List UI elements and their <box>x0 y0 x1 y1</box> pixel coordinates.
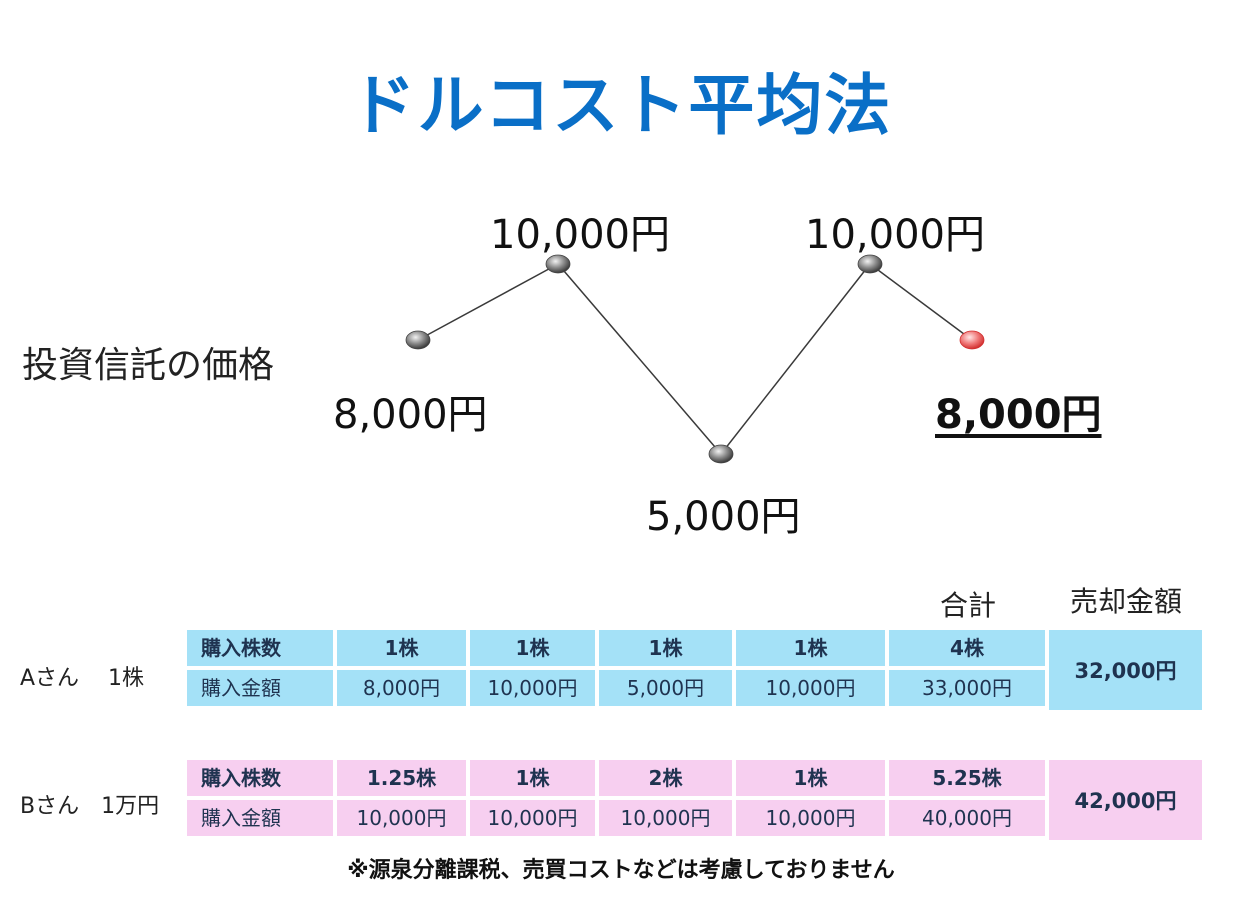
sale-amount-cell: 32,000円 <box>1049 630 1202 710</box>
amount-total-cell: 33,000円 <box>889 670 1045 706</box>
amount-cell: 10,000円 <box>736 800 885 836</box>
amount-cell: 10,000円 <box>470 800 595 836</box>
amount-cell: 5,000円 <box>599 670 732 706</box>
person-b-label: Bさん 1万円 <box>20 794 160 819</box>
amount-cell: 10,000円 <box>470 670 595 706</box>
data-point-3 <box>708 444 734 464</box>
price-line-chart <box>405 254 985 464</box>
total-column-header: 合計 <box>940 589 997 622</box>
amount-cell: 10,000円 <box>599 800 732 836</box>
shares-cell: 1株 <box>470 630 595 666</box>
shares-cell: 1株 <box>337 630 466 666</box>
point-label-1: 8,000円 <box>333 392 488 438</box>
shares-cell: 2株 <box>599 760 732 796</box>
sale-column-header: 売却金額 <box>1070 585 1183 618</box>
data-point-4 <box>857 254 883 274</box>
amount-total-cell: 40,000円 <box>889 800 1045 836</box>
data-point-1 <box>405 330 431 350</box>
shares-cell: 1株 <box>470 760 595 796</box>
amount-header: 購入金額 <box>187 800 333 836</box>
data-point-5 <box>959 330 985 350</box>
amount-cell: 10,000円 <box>337 800 466 836</box>
point-label-4: 10,000円 <box>805 212 985 258</box>
amount-cell: 8,000円 <box>337 670 466 706</box>
person-a-label: Aさん 1株 <box>20 666 145 691</box>
point-label-5: 8,000円 <box>935 392 1102 438</box>
line-segment-2 <box>557 263 722 455</box>
shares-total-cell: 5.25株 <box>889 760 1045 796</box>
shares-header: 購入株数 <box>187 630 333 666</box>
footnote: ※源泉分離課税、売買コストなどは考慮しておりません <box>347 858 895 883</box>
shares-header: 購入株数 <box>187 760 333 796</box>
data-point-2 <box>545 254 571 274</box>
shares-total-cell: 4株 <box>889 630 1045 666</box>
shares-cell: 1株 <box>599 630 732 666</box>
point-label-3: 5,000円 <box>646 494 801 540</box>
page-title: ドルコスト平均法 <box>349 67 893 144</box>
line-segment-3 <box>720 263 871 455</box>
y-axis-label: 投資信託の価格 <box>22 345 275 386</box>
shares-cell: 1株 <box>736 630 885 666</box>
amount-cell: 10,000円 <box>736 670 885 706</box>
line-segment-1 <box>417 263 559 341</box>
sale-amount-cell: 42,000円 <box>1049 760 1202 840</box>
point-label-2: 10,000円 <box>490 212 670 258</box>
line-segment-4 <box>869 263 973 341</box>
shares-cell: 1株 <box>736 760 885 796</box>
shares-cell: 1.25株 <box>337 760 466 796</box>
amount-header: 購入金額 <box>187 670 333 706</box>
